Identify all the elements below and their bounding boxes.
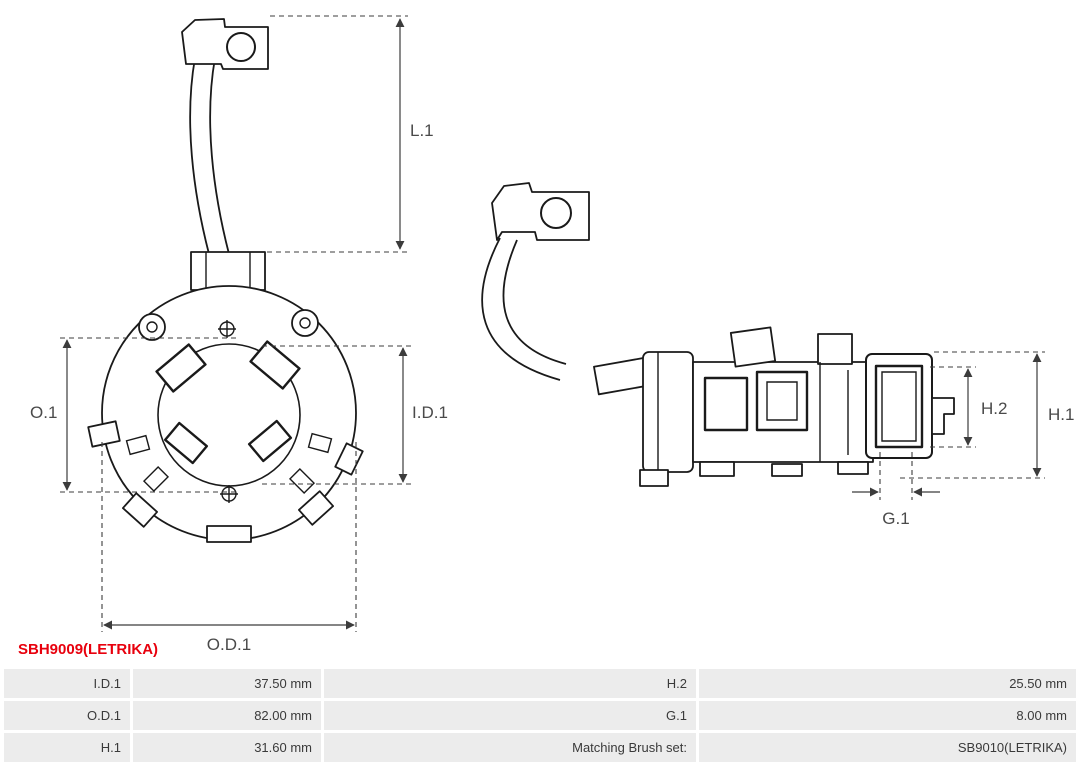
- spec-value-cell: 31.60 mm: [133, 733, 321, 762]
- dim-label-g1: G.1: [882, 509, 909, 528]
- spec-value-cell: 8.00 mm: [699, 701, 1076, 730]
- dim-label-l1: L.1: [410, 121, 434, 140]
- spec-label-cell: H.2: [324, 669, 696, 698]
- dim-label-h1: H.1: [1048, 405, 1074, 424]
- dim-label-o1: O.1: [30, 403, 57, 422]
- spec-label-cell: G.1: [324, 701, 696, 730]
- side-view-drawing: [482, 183, 954, 486]
- spec-value-cell: 82.00 mm: [133, 701, 321, 730]
- front-view-dimensions: L.1 O.1 I.D.1 O.D.1: [30, 16, 448, 654]
- spec-value-cell: SB9010(LETRIKA): [699, 733, 1076, 762]
- side-view-dimensions: H.2 H.1 G.1: [852, 352, 1074, 528]
- dim-label-h2: H.2: [981, 399, 1007, 418]
- spec-value-cell: 25.50 mm: [699, 669, 1076, 698]
- front-view-drawing: [88, 19, 363, 542]
- dim-label-id1: I.D.1: [412, 403, 448, 422]
- spec-label-cell: H.1: [4, 733, 130, 762]
- spec-label-cell: Matching Brush set:: [324, 733, 696, 762]
- technical-drawing: L.1 O.1 I.D.1 O.D.1: [30, 0, 1074, 654]
- dim-label-od1: O.D.1: [207, 635, 251, 654]
- spec-label-cell: I.D.1: [4, 669, 130, 698]
- spec-table: I.D.1 37.50 mm H.2 25.50 mm O.D.1 82.00 …: [4, 669, 1076, 762]
- part-number-title: SBH9009(LETRIKA): [18, 641, 159, 658]
- spec-value-cell: 37.50 mm: [133, 669, 321, 698]
- spec-label-cell: O.D.1: [4, 701, 130, 730]
